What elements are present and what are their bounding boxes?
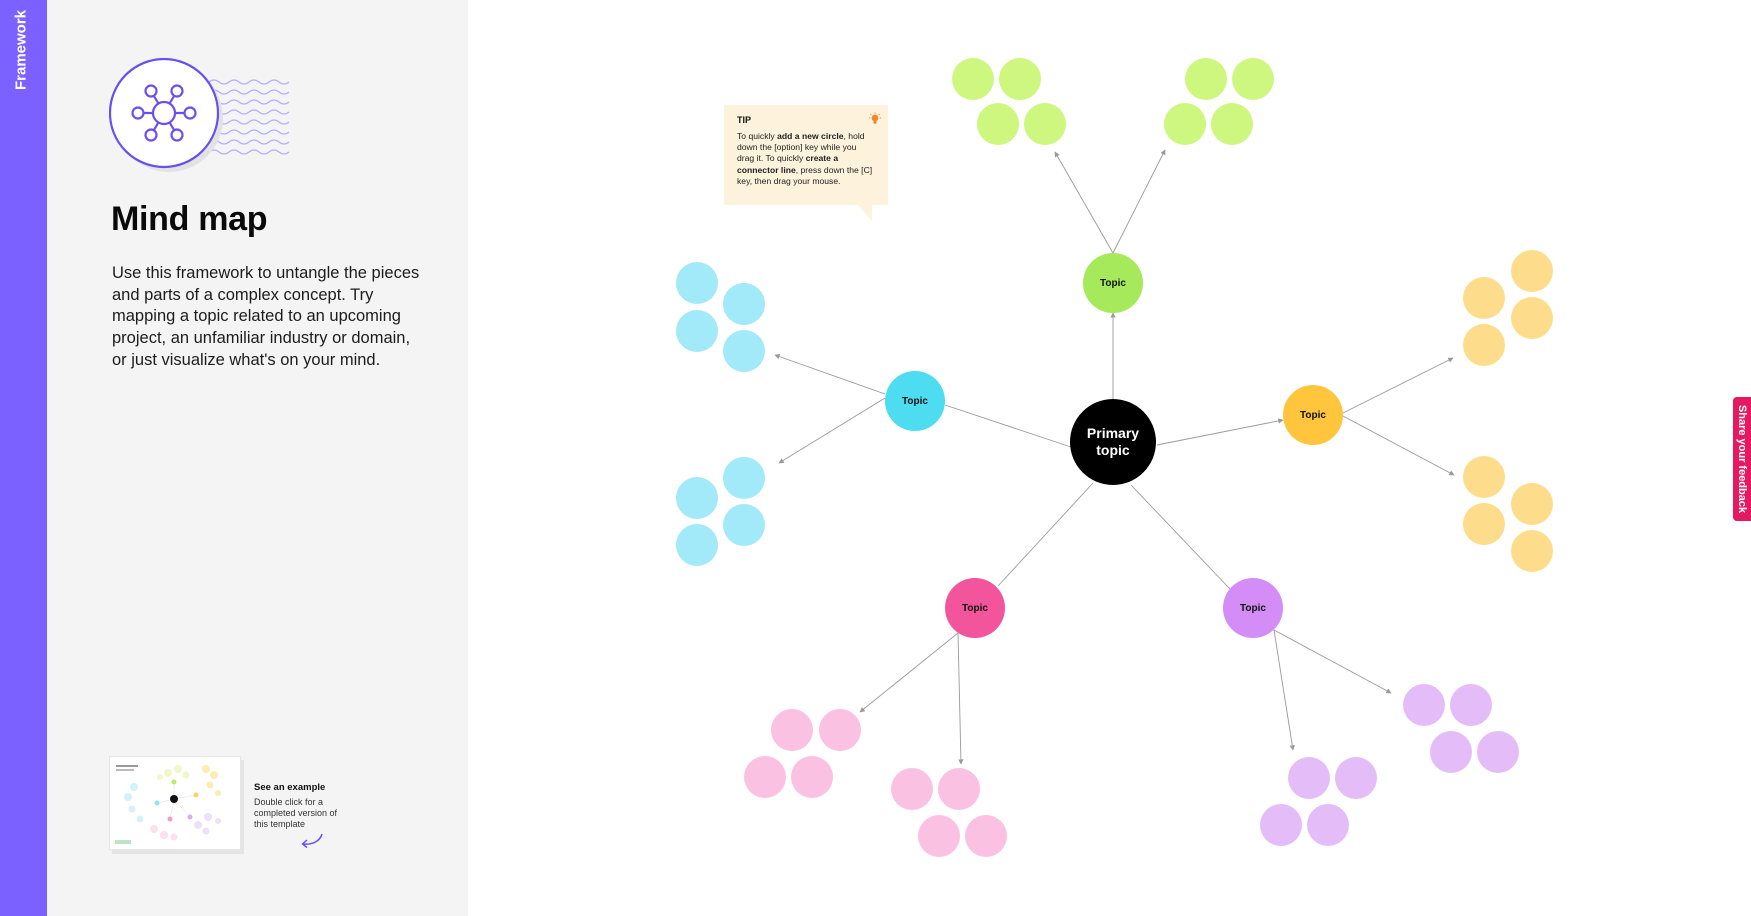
topic-node-blue[interactable]: Topic — [885, 371, 945, 431]
leaf-cluster-purple — [1260, 684, 1519, 846]
connector-line[interactable] — [1342, 415, 1455, 476]
idea-circle[interactable] — [1430, 731, 1472, 773]
template-info-panel: Mind map Use this framework to untangle … — [47, 0, 468, 916]
connector-line[interactable] — [774, 354, 886, 395]
leaf-cluster-yellow — [1463, 250, 1553, 572]
connector-line[interactable] — [997, 482, 1094, 587]
topic-label: Topic — [962, 603, 988, 614]
connector-line[interactable] — [778, 397, 886, 464]
connector-line[interactable] — [1342, 357, 1454, 414]
primary-topic-label-line2: topic — [1096, 442, 1130, 458]
example-preview-image — [115, 765, 221, 844]
idea-circle[interactable] — [977, 103, 1019, 145]
idea-circle[interactable] — [676, 262, 718, 304]
idea-circle[interactable] — [1477, 731, 1519, 773]
idea-circle[interactable] — [723, 330, 765, 372]
idea-circle[interactable] — [1511, 530, 1553, 572]
tip-pointer — [856, 203, 872, 221]
example-thumbnail[interactable] — [109, 756, 241, 850]
idea-circle[interactable] — [1403, 684, 1445, 726]
leaf-cluster-green — [952, 58, 1274, 145]
leaf-cluster-blue — [676, 262, 765, 566]
connector-line[interactable] — [859, 632, 959, 713]
idea-circle[interactable] — [676, 310, 718, 352]
connector-lines — [774, 149, 1455, 765]
idea-circle[interactable] — [1463, 324, 1505, 366]
idea-circle[interactable] — [1511, 250, 1553, 292]
mind-map-hub-icon — [109, 58, 290, 172]
primary-topic-label-line1: Primary — [1087, 425, 1139, 441]
idea-circle[interactable] — [723, 457, 765, 499]
idea-circle[interactable] — [723, 283, 765, 325]
idea-circle[interactable] — [1288, 757, 1330, 799]
topic-node-yellow[interactable]: Topic — [1283, 385, 1343, 445]
idea-circle[interactable] — [1511, 483, 1553, 525]
idea-circle[interactable] — [891, 768, 933, 810]
idea-circle[interactable] — [1511, 297, 1553, 339]
topic-label: Topic — [1240, 603, 1266, 614]
connector-line[interactable] — [1130, 484, 1231, 590]
idea-circle[interactable] — [1463, 277, 1505, 319]
idea-circle[interactable] — [1335, 757, 1377, 799]
idea-circle[interactable] — [1260, 804, 1302, 846]
topic-label: Topic — [1300, 410, 1326, 421]
connector-line[interactable] — [1273, 629, 1295, 751]
idea-circle[interactable] — [1185, 58, 1227, 100]
topic-node-pink[interactable]: Topic — [945, 578, 1005, 638]
connector-line[interactable] — [957, 632, 964, 765]
idea-circle[interactable] — [744, 756, 786, 798]
idea-circle[interactable] — [999, 58, 1041, 100]
idea-circle[interactable] — [1164, 103, 1206, 145]
share-feedback-tab[interactable]: Share your feedback — [1733, 397, 1751, 521]
topic-node-purple[interactable]: Topic — [1223, 578, 1283, 638]
idea-circle[interactable] — [723, 504, 765, 546]
see-example-description: Double click for a completed version of … — [254, 797, 338, 829]
idea-circle[interactable] — [952, 58, 994, 100]
connector-line[interactable] — [1112, 149, 1166, 254]
connector-line[interactable] — [1054, 151, 1114, 254]
tip-text: To quickly add a new circle, hold down t… — [737, 131, 873, 186]
idea-circle[interactable] — [938, 768, 980, 810]
connector-line[interactable] — [944, 404, 1072, 448]
idea-circle[interactable] — [819, 709, 861, 751]
topic-label: Topic — [902, 396, 928, 407]
idea-circle[interactable] — [1211, 103, 1253, 145]
idea-circle[interactable] — [1450, 684, 1492, 726]
topic-label: Topic — [1100, 278, 1126, 289]
idea-circle[interactable] — [965, 815, 1007, 857]
page-title: Mind map — [111, 200, 268, 238]
tip-note[interactable]: TIP To quickly add a new circle, hold do… — [724, 105, 888, 205]
connector-line[interactable] — [1273, 629, 1392, 694]
curved-arrow-icon — [301, 833, 323, 849]
leaf-cluster-pink — [744, 709, 1007, 857]
tip-title: TIP — [737, 115, 752, 125]
idea-circle[interactable] — [1232, 58, 1274, 100]
idea-circle[interactable] — [771, 709, 813, 751]
idea-circle[interactable] — [1463, 456, 1505, 498]
template-description: Use this framework to untangle the piece… — [112, 264, 420, 369]
framework-sidebar: Framework — [0, 0, 47, 916]
topic-node-green[interactable]: Topic — [1083, 253, 1143, 313]
share-feedback-label: Share your feedback — [1736, 404, 1748, 514]
idea-circle[interactable] — [1463, 503, 1505, 545]
see-example-title: See an example — [254, 782, 326, 793]
idea-circle[interactable] — [676, 524, 718, 566]
idea-circle[interactable] — [1307, 804, 1349, 846]
lightbulb-icon — [869, 112, 881, 124]
primary-topic-node[interactable]: Primary topic — [1070, 399, 1156, 485]
connector-line[interactable] — [1156, 418, 1284, 446]
idea-circle[interactable] — [1024, 103, 1066, 145]
idea-circle[interactable] — [791, 756, 833, 798]
idea-circle[interactable] — [676, 477, 718, 519]
idea-circle[interactable] — [918, 815, 960, 857]
